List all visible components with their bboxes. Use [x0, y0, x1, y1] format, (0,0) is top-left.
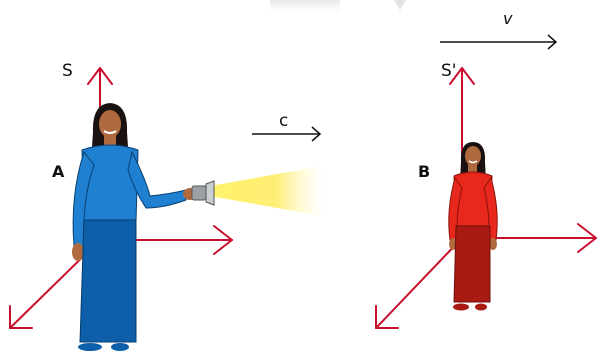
observer-a-shoe-left: [78, 343, 102, 351]
observer-b-shoe-right: [475, 304, 487, 311]
observer-b-label: B: [418, 162, 430, 181]
observer-b-shoe-left: [453, 304, 469, 311]
frame-s-label: S: [62, 61, 73, 81]
observer-a-shoe-right: [111, 343, 129, 351]
observer-b-figure: [449, 142, 497, 311]
observer-a-skirt: [80, 220, 136, 342]
frame-velocity-label: v: [503, 9, 513, 28]
flashlight-icon: [192, 181, 214, 205]
observer-b-skirt: [454, 226, 490, 302]
observer-a-label: A: [52, 162, 65, 181]
frame-s-prime-label: S': [441, 61, 456, 81]
observer-a-blouse: [82, 145, 138, 222]
light-speed-label: c: [279, 111, 288, 131]
frame-s-prime-z-axis: [376, 238, 462, 328]
top-shadow: [270, 0, 340, 16]
frame-velocity-arrow: [440, 35, 556, 49]
observer-a-figure: [72, 103, 197, 351]
top-wedge: [394, 0, 406, 10]
light-beam: [210, 166, 322, 216]
